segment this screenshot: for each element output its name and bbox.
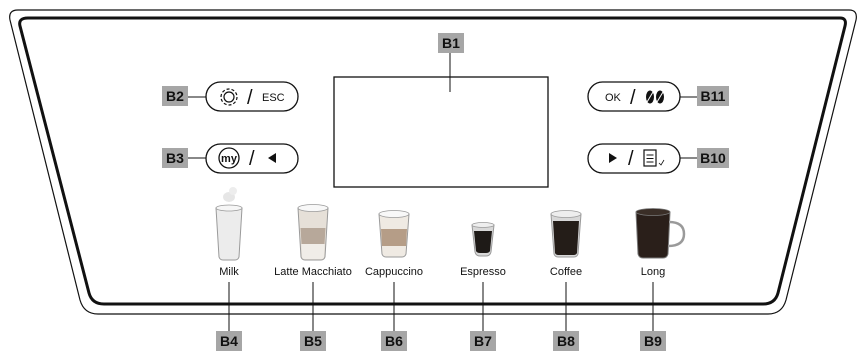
settings-esc-slash: / xyxy=(247,87,253,109)
play-list-slash: / xyxy=(628,148,634,170)
b5-tag-box xyxy=(300,331,326,351)
gear-icon xyxy=(220,88,238,106)
display-screen xyxy=(333,76,549,188)
b11-tag: B11 xyxy=(701,88,726,104)
espresso-drink-button[interactable] xyxy=(471,222,495,257)
milk-label: Milk xyxy=(219,266,239,278)
coffee-drink-button[interactable] xyxy=(550,210,582,258)
b3-tag-box xyxy=(162,148,188,168)
b5-tag: B5 xyxy=(304,333,322,349)
milk-glass-icon xyxy=(215,207,243,261)
milk-drink-button[interactable] xyxy=(215,187,243,261)
latte-macchiato-drink-button[interactable] xyxy=(297,204,329,261)
cappuccino-label: Cappuccino xyxy=(365,266,423,278)
b3-tag: B3 xyxy=(166,150,184,166)
b9-tag-box xyxy=(640,331,666,351)
right-arrow-icon xyxy=(609,153,617,163)
ok-beans-button[interactable]: OK / xyxy=(587,81,681,112)
panel-outer-frame xyxy=(9,9,857,315)
steam-icon xyxy=(223,187,237,202)
espresso-label: Espresso xyxy=(460,266,506,278)
cappuccino-drink-button[interactable] xyxy=(378,210,410,258)
long-label: Long xyxy=(641,266,665,278)
b1-tag: B1 xyxy=(442,35,460,51)
panel-inner-frame xyxy=(18,16,847,306)
b4-tag: B4 xyxy=(220,333,238,349)
list-icon xyxy=(643,149,665,167)
b4-tag-box xyxy=(216,331,242,351)
ok-beans-slash: / xyxy=(630,87,636,109)
b1-tag-box xyxy=(438,33,464,53)
play-list-button[interactable]: / xyxy=(587,143,681,174)
b6-tag-box xyxy=(381,331,407,351)
latte-macchiato-label: Latte Macchiato xyxy=(274,266,352,278)
b6-tag: B6 xyxy=(385,333,403,349)
b2-tag: B2 xyxy=(166,88,184,104)
b11-tag-box xyxy=(697,86,729,106)
my-back-button[interactable]: my / xyxy=(205,143,299,174)
coffee-beans-icon xyxy=(646,90,664,104)
esc-label: ESC xyxy=(262,92,285,104)
b10-tag-box xyxy=(697,148,729,168)
long-drink-button[interactable] xyxy=(635,208,686,259)
b10-tag: B10 xyxy=(700,150,726,166)
b8-tag-box xyxy=(553,331,579,351)
b2-tag-box xyxy=(162,86,188,106)
ok-label: OK xyxy=(605,92,622,104)
my-label: my xyxy=(221,153,238,165)
settings-esc-button[interactable]: / ESC xyxy=(205,81,299,112)
b7-tag: B7 xyxy=(474,333,492,349)
b9-tag: B9 xyxy=(644,333,662,349)
my-back-slash: / xyxy=(249,148,255,170)
b8-tag: B8 xyxy=(557,333,575,349)
b7-tag-box xyxy=(470,331,496,351)
long-mug-icon xyxy=(635,211,671,259)
mug-handle-icon xyxy=(667,220,686,248)
left-arrow-icon xyxy=(268,153,276,163)
coffee-label: Coffee xyxy=(550,266,582,278)
my-icon xyxy=(218,147,240,169)
